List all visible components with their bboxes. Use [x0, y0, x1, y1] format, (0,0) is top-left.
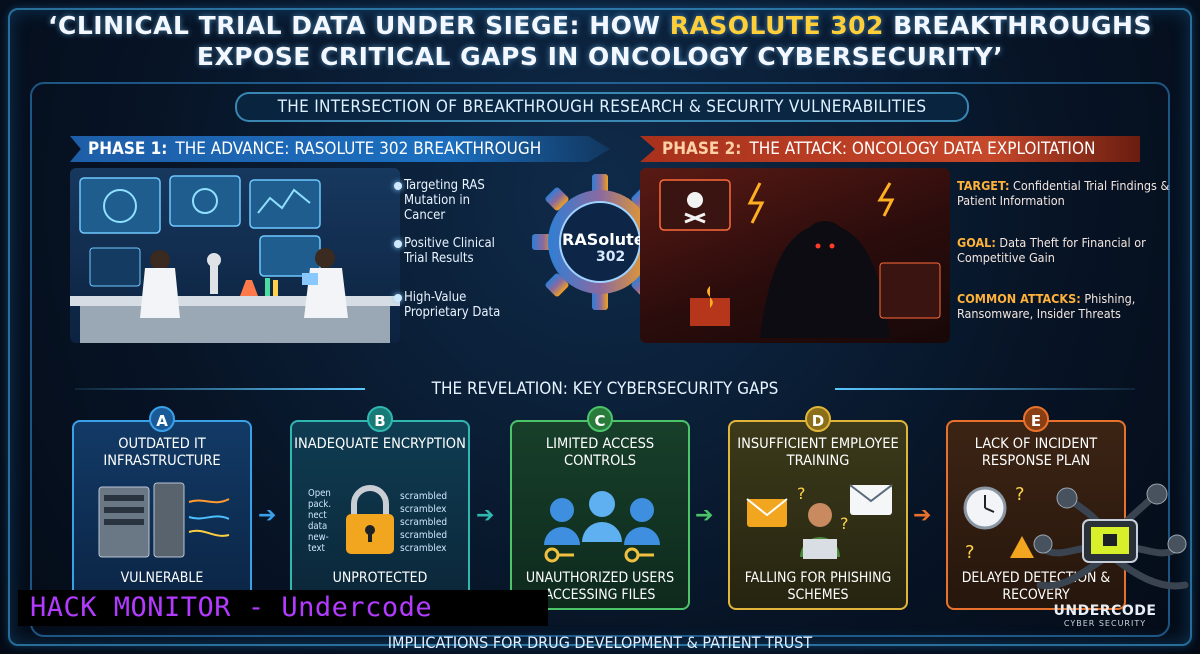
attack-illustration [640, 168, 950, 343]
outer-frame [8, 8, 1192, 646]
card-title: OUTDATED IT INFRASTRUCTURE [103, 436, 221, 469]
hacker-scene-icon [659, 179, 941, 338]
svg-text:?: ? [840, 514, 849, 533]
card-limited-access: LIMITED ACCESS CONTROLS UNAUTHORIZED USE… [510, 420, 690, 610]
arrow-right-icon: ➔ [258, 503, 277, 528]
revelation-heading: THE REVELATION: KEY CYBERSECURITY GAPS [431, 379, 779, 399]
phase1-banner: PHASE 1: THE ADVANCE: RASOLUTE 302 BREAKT… [70, 136, 610, 162]
card-a-badge: A [149, 406, 175, 432]
card-footer: UNPROTECTED [332, 570, 428, 586]
card-insufficient-training: INSUFFICIENT EMPLOYEE TRAINING ? ? FALLI… [728, 420, 908, 610]
phishing-icon: ? ? [746, 484, 893, 559]
phase1-bullet-2: Positive Clinical Trial Results [404, 236, 495, 266]
lab-illustration [70, 168, 400, 343]
card-e-badge: E [1023, 406, 1049, 432]
card-footer: FALLING FOR PHISHING SCHEMES [744, 570, 892, 603]
lock-icon [346, 485, 394, 554]
card-footer: UNAUTHORIZED USERS ACCESSING FILES [525, 570, 675, 603]
card-outdated-infrastructure: OUTDATED IT INFRASTRUCTURE VULNERABLE [72, 420, 252, 610]
server-icon [98, 482, 230, 558]
arrow-right-icon: ➔ [476, 503, 495, 528]
card-footer: VULNERABLE [120, 570, 204, 586]
phase2-label: THE ATTACK: ONCOLOGY DATA EXPLOITATION [749, 139, 1096, 159]
bullet-dot [394, 182, 402, 190]
phase2-item-goal: GOAL: Data Theft for Financial or Compet… [957, 235, 1146, 265]
bullet-dot [394, 240, 402, 248]
revelation-line-right [835, 388, 1135, 390]
phase1-bullet-3: High-Value Proprietary Data [404, 290, 501, 320]
clock-icon: ? ? [963, 484, 1034, 563]
card-b-badge: B [367, 406, 393, 432]
card-title: LIMITED ACCESS CONTROLS [545, 436, 655, 469]
hack-monitor-watermark: HACK MONITOR - Undercode [18, 590, 548, 626]
phase1-label: THE ADVANCE: RASOLUTE 302 BREAKTHROUGH [175, 139, 542, 159]
page-title: ‘CLINICAL TRIAL DATA UNDER SIEGE: HOW RA… [0, 10, 1200, 72]
card-title: INADEQUATE ENCRYPTION [294, 436, 466, 452]
title-highlight: RASOLUTE 302 [669, 11, 884, 40]
title-line2: EXPOSE CRITICAL GAPS IN ONCOLOGY CYBERSE… [196, 42, 1004, 71]
phase2-item-target: TARGET: Confidential Trial Findings & Pa… [957, 178, 1170, 208]
revelation-line-left [75, 388, 365, 390]
gear-brand: RASolute [562, 230, 645, 249]
card-d-badge: D [805, 406, 831, 432]
gear-number: 302 [596, 249, 626, 265]
card-title: INSUFFICIENT EMPLOYEE TRAINING [737, 436, 899, 469]
phase1-number: PHASE 1: [88, 139, 168, 159]
phase2-banner: PHASE 2: THE ATTACK: ONCOLOGY DATA EXPLOI… [640, 136, 1140, 162]
users-keys-icon [544, 491, 660, 563]
section-frame [30, 82, 1170, 637]
bullet-dot [394, 294, 402, 302]
arrow-right-icon: ➔ [695, 503, 714, 528]
phase2-number: PHASE 2: [662, 139, 742, 159]
undercode-tagline: CYBER SECURITY [1063, 619, 1147, 628]
card-c-badge: C [587, 406, 613, 432]
scramble-left: Open pack. nect data new- text [308, 488, 332, 554]
intersection-banner: THE INTERSECTION OF BREAKTHROUGH RESEARC… [235, 92, 969, 122]
implications-heading: IMPLICATIONS FOR DRUG DEVELOPMENT & PATI… [387, 633, 813, 652]
scramble-right: scrambled scramblex scrambled scrambled … [400, 491, 448, 554]
card-inadequate-encryption: INADEQUATE ENCRYPTION Open pack. nect da… [290, 420, 470, 610]
svg-text:?: ? [965, 542, 975, 563]
arrow-right-icon: ➔ [913, 503, 932, 528]
svg-text:?: ? [797, 484, 806, 503]
phase2-item-attacks: COMMON ATTACKS: Phishing, Ransomware, In… [957, 291, 1136, 321]
robot-mascot-icon [1033, 483, 1189, 590]
svg-text:?: ? [1015, 484, 1025, 505]
card-title: LACK OF INCIDENT RESPONSE PLAN [974, 436, 1098, 469]
title-line1-suffix: BREAKTHROUGHS [883, 11, 1152, 40]
title-line1-prefix: ‘CLINICAL TRIAL DATA UNDER SIEGE: HOW [48, 11, 670, 40]
lab-scene-icon [70, 175, 400, 343]
undercode-logo: UNDERCODE [1053, 603, 1157, 619]
phase1-bullet-1: Targeting RAS Mutation in Cancer [404, 178, 485, 223]
card-incident-response: LACK OF INCIDENT RESPONSE PLAN ? ? DELAY… [946, 420, 1126, 610]
